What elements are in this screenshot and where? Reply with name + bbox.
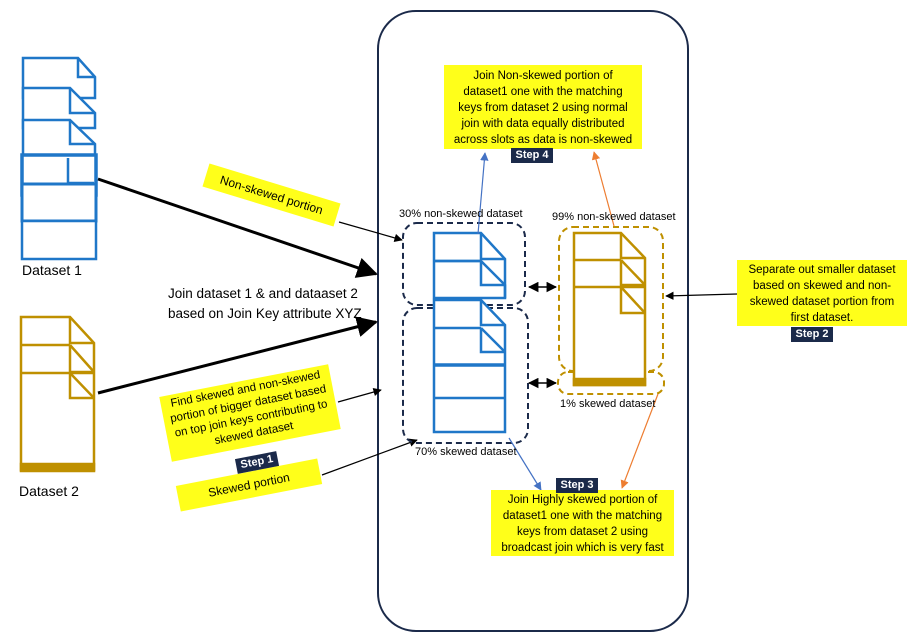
blue-arrow-to-step4 bbox=[477, 152, 489, 235]
step3-note: Join Highly skewed portion of dataset1 o… bbox=[491, 490, 674, 556]
dataset1-document-stack-icon bbox=[20, 56, 98, 261]
join-caption-line2: based on Join Key attribute XYZ bbox=[168, 306, 362, 321]
join-caption-line1: Join dataset 1 & and dataaset 2 bbox=[168, 286, 358, 301]
non-skewed-30-group bbox=[402, 222, 526, 306]
orange-arrow-to-step3 bbox=[620, 393, 659, 489]
non-skewed-30-label: 30% non-skewed dataset bbox=[399, 208, 523, 220]
skewed-70-label: 70% skewed dataset bbox=[415, 446, 517, 458]
blue-arrow-to-step3 bbox=[508, 437, 542, 491]
non-skewed-99-label: 99% non-skewed dataset bbox=[552, 211, 676, 223]
dataset1-label: Dataset 1 bbox=[22, 262, 82, 278]
dataset2-document-stack-icon bbox=[19, 315, 96, 473]
step2-connector bbox=[665, 291, 738, 300]
skewed-1-label: 1% skewed dataset bbox=[560, 398, 656, 410]
step3-badge: Step 3 bbox=[556, 478, 598, 493]
non-skewed-blue-document-icon bbox=[432, 231, 507, 300]
dataset2-label: Dataset 2 bbox=[19, 483, 79, 499]
skewed-blue-document-icon bbox=[432, 298, 507, 434]
skewed-70-group bbox=[402, 307, 529, 444]
find-skewed-connector bbox=[337, 387, 382, 403]
step2-badge: Step 2 bbox=[791, 327, 833, 342]
step2-note: Separate out smaller dataset based on sk… bbox=[737, 260, 907, 326]
dataset1-join-arrow bbox=[97, 177, 378, 278]
step4-note: Join Non-skewed portion of dataset1 one … bbox=[444, 65, 642, 149]
step4-badge: Step 4 bbox=[511, 148, 553, 163]
orange-arrow-to-step4 bbox=[591, 151, 615, 227]
non-skewed-connector bbox=[338, 221, 403, 242]
skewed-portion-connector bbox=[321, 438, 418, 476]
dataset2-join-arrow bbox=[97, 316, 379, 395]
gold-document-icon bbox=[572, 231, 647, 387]
